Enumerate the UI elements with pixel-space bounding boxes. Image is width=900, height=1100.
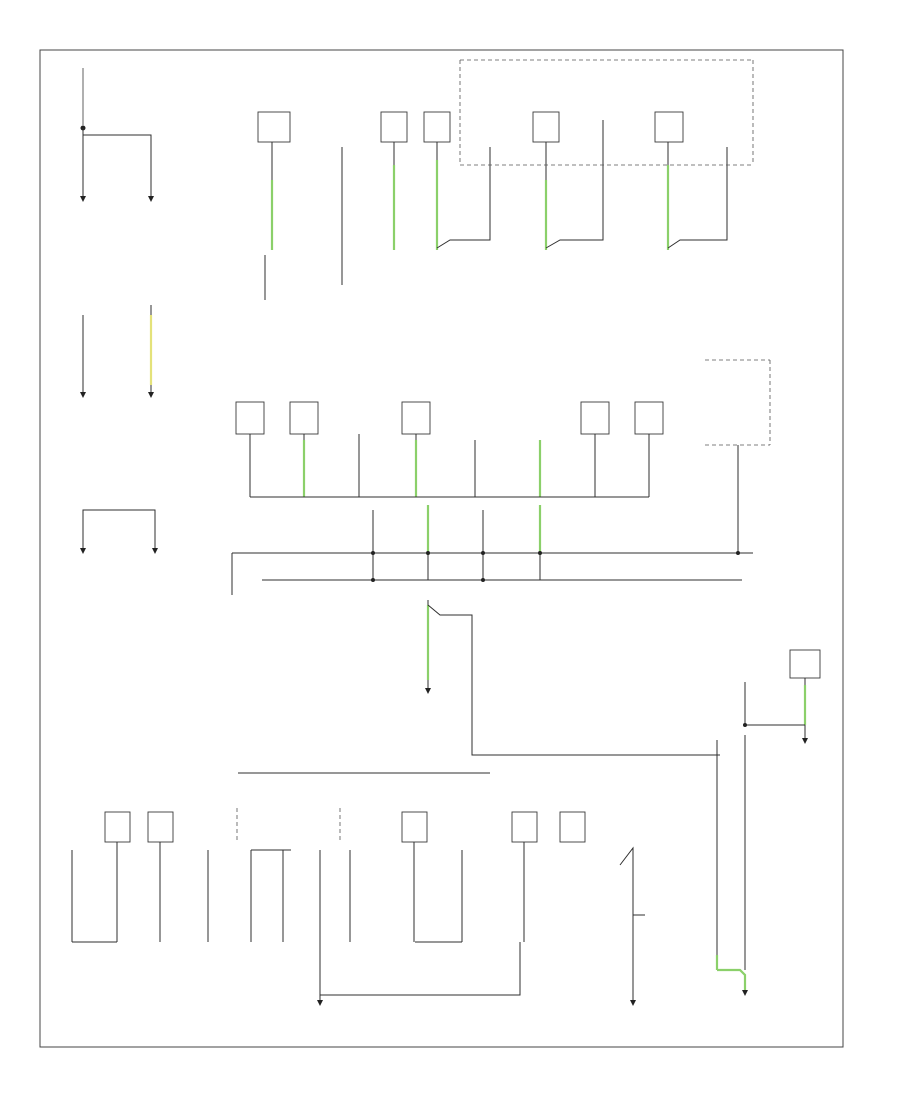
left-ground-loop bbox=[80, 509, 158, 554]
battery-ground-section bbox=[80, 68, 154, 202]
center-feed-section bbox=[425, 600, 720, 756]
diagram-frame bbox=[39, 49, 844, 1048]
middle-row-components bbox=[231, 359, 771, 595]
top-row-components bbox=[257, 59, 754, 300]
right-side-section bbox=[715, 649, 821, 996]
left-fuse-section bbox=[80, 305, 154, 398]
bottom-row-components bbox=[71, 772, 645, 1006]
